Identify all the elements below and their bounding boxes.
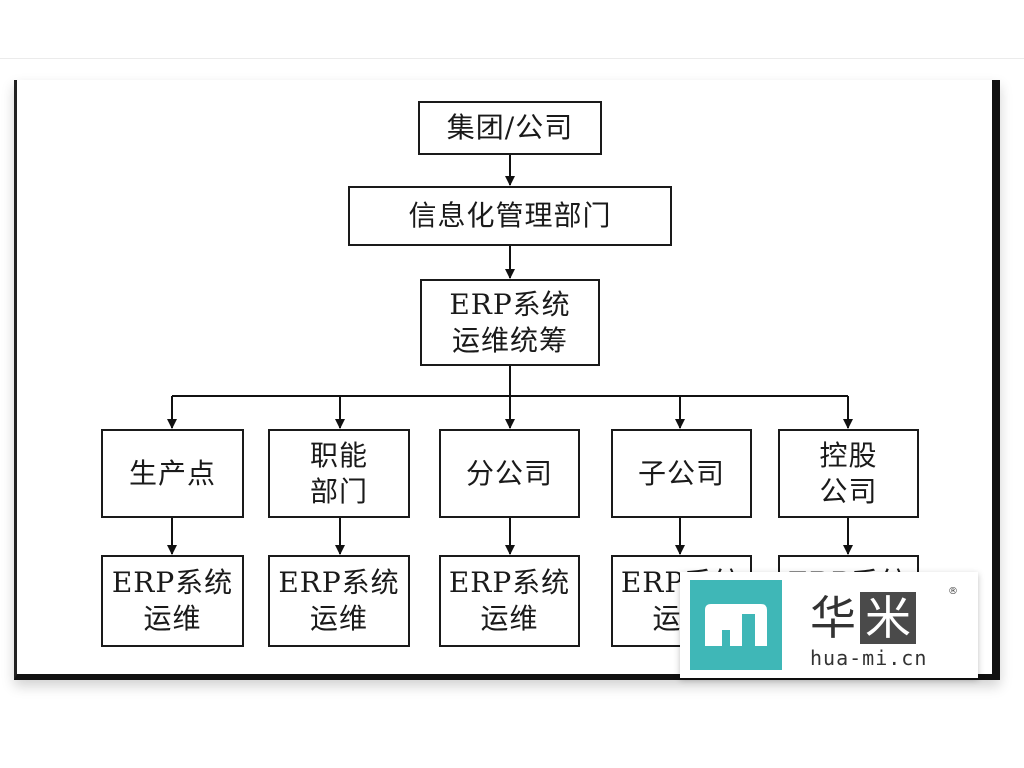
- hm-monogram-icon: [705, 604, 767, 646]
- it-department-label: 信息化管理部门: [408, 199, 612, 232]
- watermark-tile: [690, 580, 782, 670]
- erp-ops-3-line-1: ERP系统: [448, 566, 571, 599]
- branch-5-line-2: 公司: [819, 474, 878, 508]
- watermark-logo: 华米 ® hua-mi.cn: [680, 572, 978, 678]
- erp-ops-1-line-2: 运维: [143, 602, 202, 635]
- watermark-brand: 华米: [810, 590, 916, 645]
- branch-node-holding-company: 控股 公司: [778, 429, 919, 518]
- coordinator-line-1: ERP系统: [449, 287, 571, 321]
- erp-ops-2-line-2: 运维: [309, 602, 368, 635]
- diagram-frame: [14, 80, 1000, 680]
- root-label: 集团/公司: [446, 111, 574, 144]
- branch-node-subsidiary: 子公司: [611, 429, 752, 518]
- top-divider: [0, 58, 1024, 59]
- branch-2-line-1: 职能: [309, 438, 368, 472]
- erp-ops-2-line-1: ERP系统: [278, 566, 400, 599]
- it-department-node: 信息化管理部门: [348, 186, 672, 246]
- coordinator-line-2: 运维统筹: [451, 323, 568, 357]
- branch-4-line-1: 子公司: [637, 456, 725, 490]
- branch-node-production: 生产点: [101, 429, 244, 518]
- branch-node-branch-office: 分公司: [439, 429, 580, 518]
- erp-ops-node-2: ERP系统 运维: [268, 555, 410, 647]
- branch-2-line-2: 部门: [309, 474, 368, 508]
- erp-ops-node-3: ERP系统 运维: [439, 555, 580, 647]
- watermark-domain: hua-mi.cn: [810, 646, 928, 670]
- branch-node-functional-dept: 职能 部门: [268, 429, 410, 518]
- watermark-brand-text: 华米: [810, 582, 916, 648]
- erp-coordination-node: ERP系统 运维统筹: [420, 279, 600, 366]
- branch-1-line-1: 生产点: [128, 456, 216, 490]
- branch-3-line-1: 分公司: [465, 456, 553, 490]
- registered-mark: ®: [948, 586, 958, 597]
- erp-ops-1-line-1: ERP系统: [111, 566, 234, 599]
- branch-5-line-1: 控股: [819, 438, 878, 472]
- erp-ops-3-line-2: 运维: [480, 602, 539, 635]
- erp-ops-node-1: ERP系统 运维: [101, 555, 244, 647]
- root-node: 集团/公司: [418, 101, 602, 155]
